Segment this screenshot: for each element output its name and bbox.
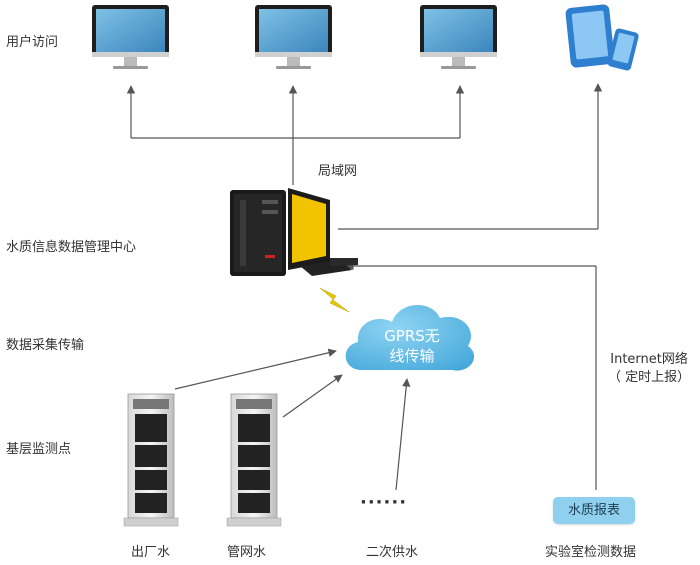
cloud-label-line1: GPRS无 <box>384 327 440 345</box>
label-lab-data: 实验室检测数据 <box>545 545 637 560</box>
cloud-icon <box>345 304 475 371</box>
server-to-tablet-connector <box>338 83 603 230</box>
internet-label: Internet网络 （ 定时上报） <box>608 351 690 387</box>
label-lan: 局域网 <box>318 164 358 179</box>
monitor-3-icon <box>420 5 497 69</box>
internet-label-line2: （ 定时上报） <box>608 370 691 385</box>
cabinet-factory-water-icon <box>123 393 179 527</box>
label-monitoring-points: 基层监测点 <box>6 442 72 457</box>
label-data-center: 水质信息数据管理中心 <box>6 240 137 255</box>
cloud-label: GPRS无 线传输 <box>352 326 472 366</box>
label-data-transmission: 数据采集传输 <box>6 338 85 353</box>
label-user-access: 用户访问 <box>6 35 59 50</box>
monitor-2-icon <box>255 5 332 69</box>
label-pipe-water: 管网水 <box>227 545 267 560</box>
monitor-1-icon <box>92 5 169 69</box>
cloud-label-line2: 线传输 <box>389 347 435 365</box>
server-computer-icon <box>230 188 358 276</box>
transmission-arrows <box>174 348 411 491</box>
lightning-icon <box>319 287 350 313</box>
internet-connector <box>345 261 597 490</box>
label-factory-water: 出厂水 <box>131 545 171 560</box>
water-quality-report-box: 水质报表 <box>553 497 635 524</box>
ellipsis: ······ <box>360 492 408 513</box>
label-secondary-supply: 二次供水 <box>366 545 419 560</box>
lan-connector <box>126 85 465 185</box>
cabinet-pipe-water-icon <box>226 393 282 527</box>
tablet-phone-icon <box>565 4 639 71</box>
internet-label-line1: Internet网络 <box>610 352 688 367</box>
